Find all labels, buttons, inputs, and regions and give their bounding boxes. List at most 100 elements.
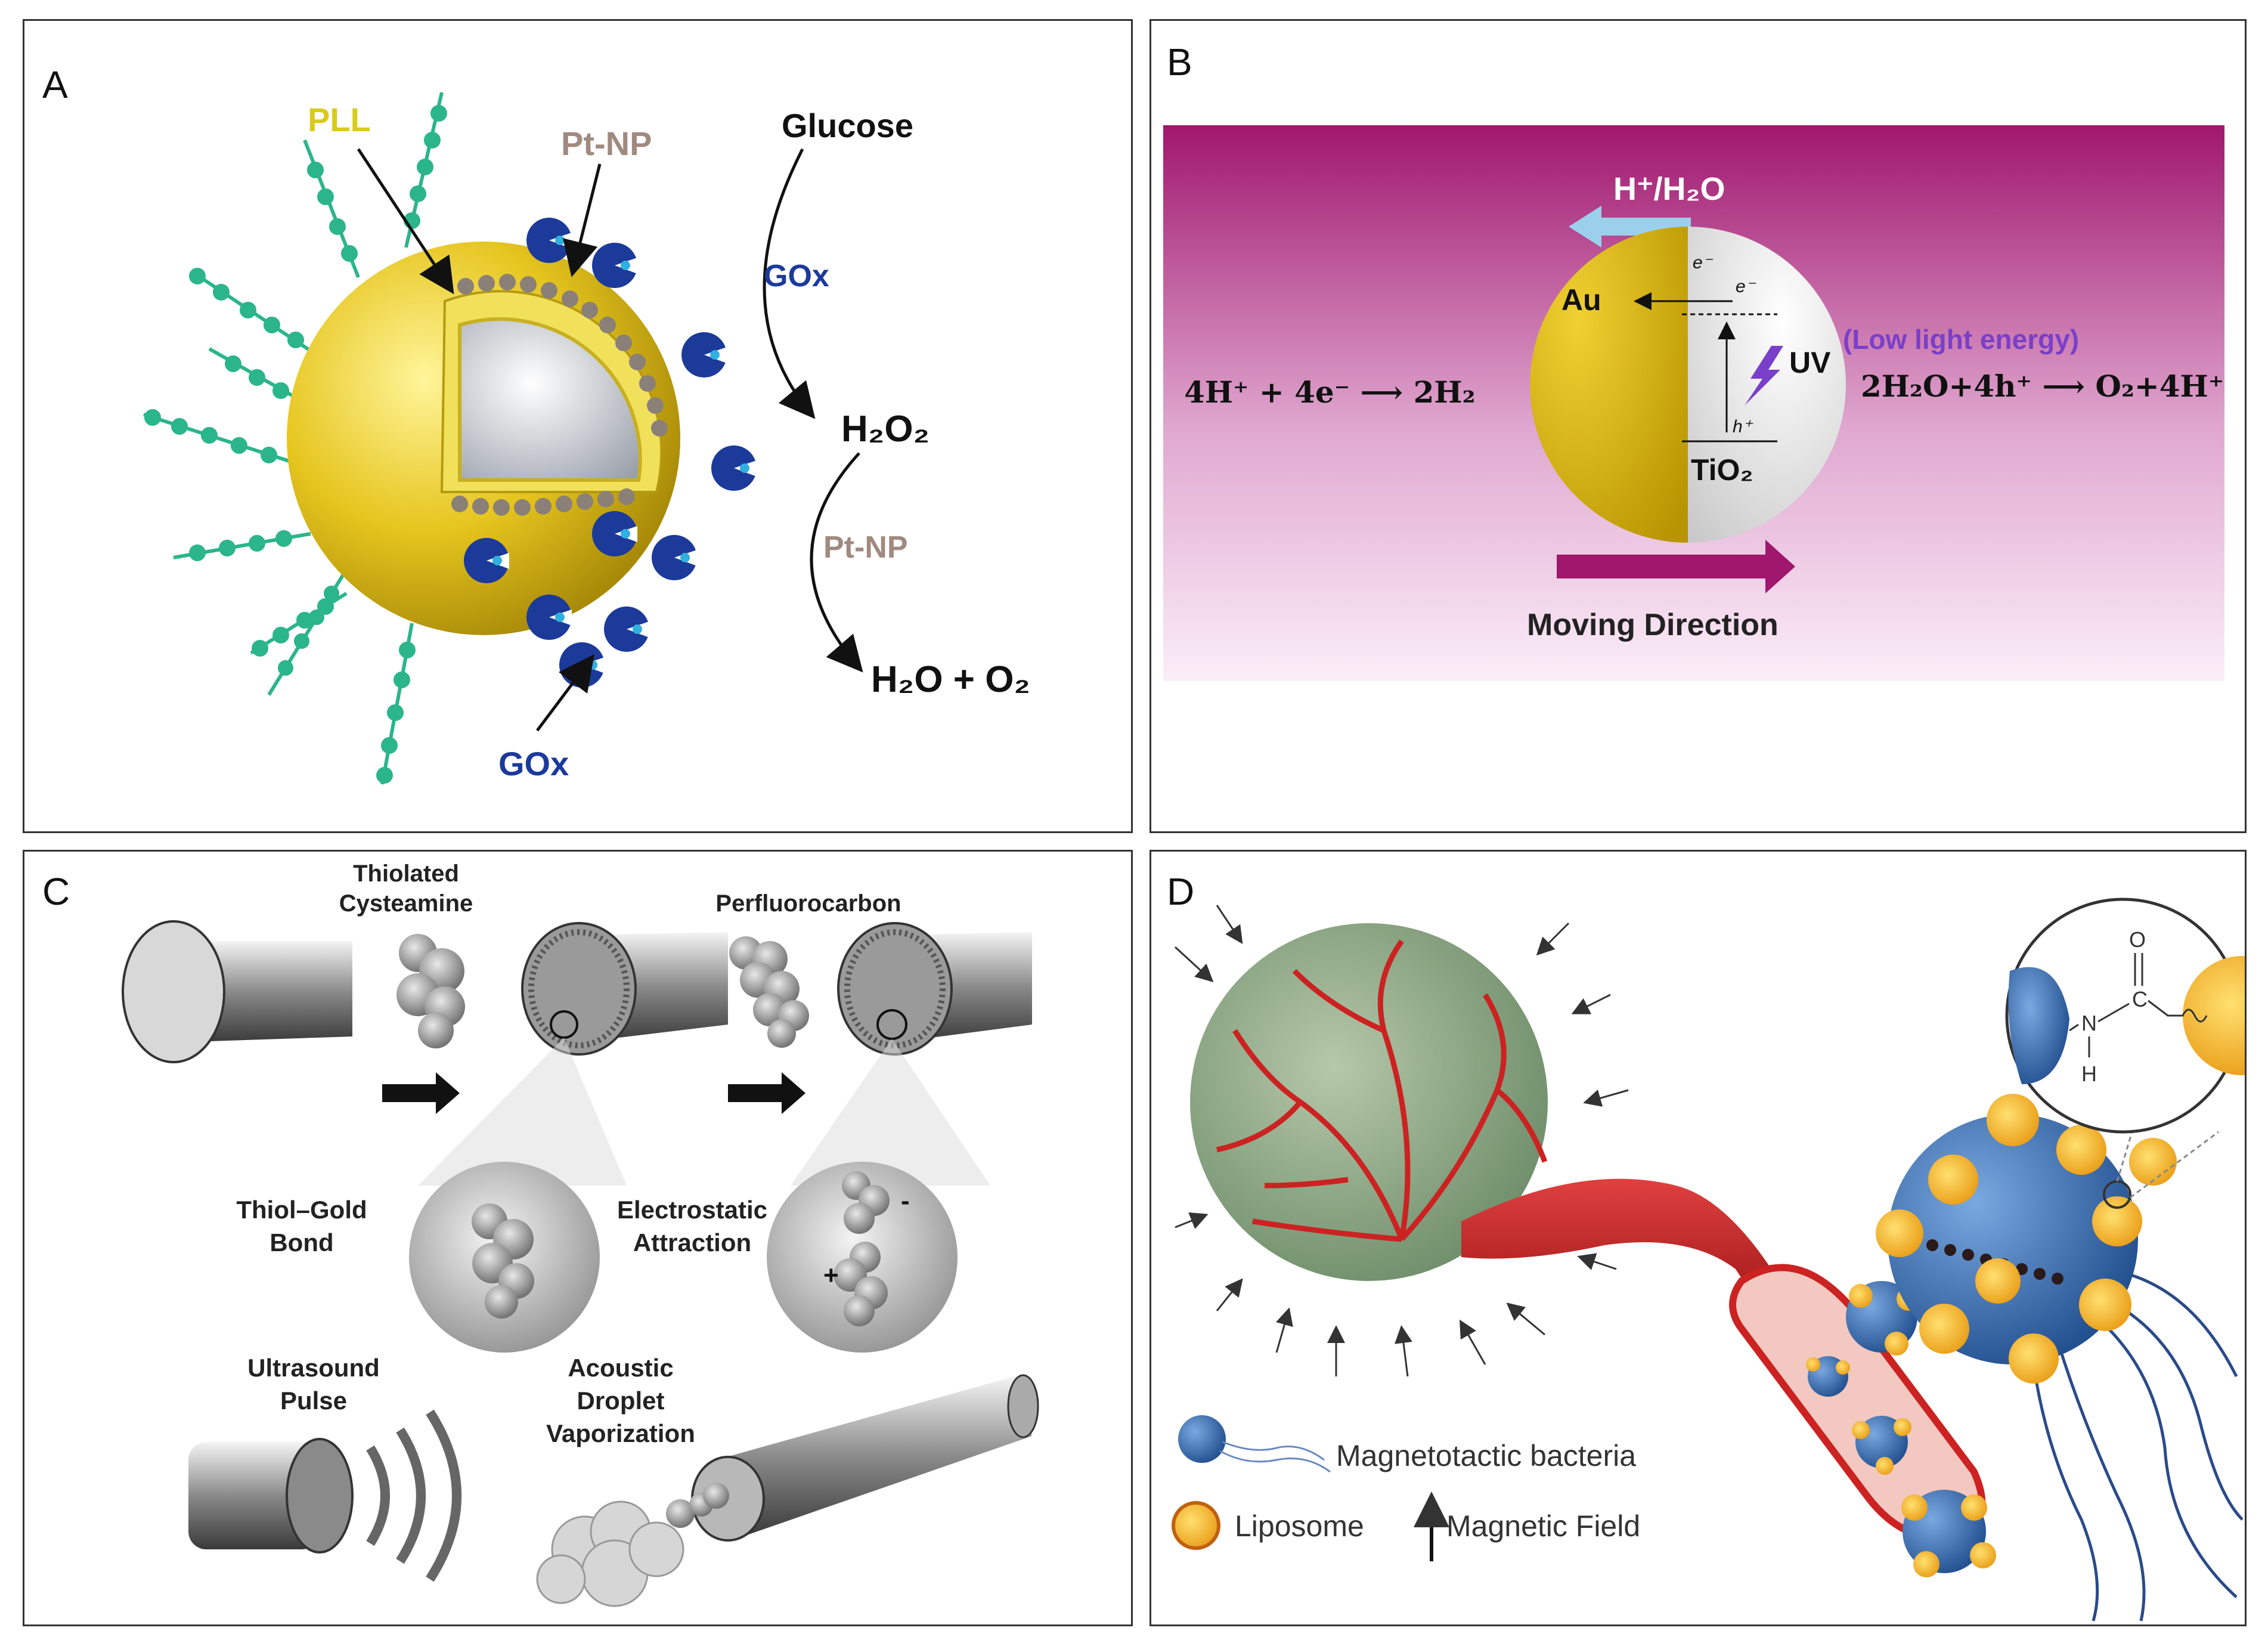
- launching-microtube: [691, 1374, 1039, 1542]
- bacteria-complex-medium: [1901, 1490, 1996, 1577]
- functionalized-microtube-1: [521, 922, 728, 1056]
- moving-direction-label: Moving Direction: [1527, 608, 1779, 642]
- ion-flow-arrow: [1569, 206, 1691, 247]
- glucose-arrow: [763, 148, 816, 419]
- au-label: Au: [1561, 283, 1601, 317]
- chain-5: [143, 409, 293, 464]
- microrocket-diagram: + - Thiolated Cysteamine Perfluorocarbon…: [122, 861, 1039, 1607]
- core-cutaway: [458, 317, 642, 482]
- cysteamine-label: Cysteamine: [339, 890, 473, 917]
- legend-bacteria-label: Magnetotactic bacteria: [1336, 1439, 1636, 1472]
- chain-1: [404, 92, 447, 248]
- magnetosome-chain: [1926, 1239, 2063, 1285]
- ultrasound-label-2: Pulse: [280, 1387, 347, 1415]
- thiol-gold-label-2: Bond: [269, 1229, 333, 1257]
- electrostatic-label-1: Electrostatic: [617, 1196, 767, 1224]
- panel-d: D: [1150, 850, 2247, 1626]
- gox-10: [559, 642, 605, 688]
- pll-pointer: [357, 148, 454, 295]
- pressure-arrows: [1174, 905, 1629, 1377]
- h2o2-arrow: [810, 452, 863, 673]
- gox-6: [592, 511, 637, 556]
- moving-direction-arrow: [1557, 540, 1795, 593]
- panel-letter-a: A: [42, 63, 68, 106]
- zoom-line-2: [2130, 1131, 2219, 1199]
- glucose-label: Glucose: [782, 107, 913, 144]
- gox-2: [592, 243, 637, 288]
- electron-label-2: e⁻: [1736, 277, 1756, 296]
- chain-9: [267, 568, 348, 696]
- janus-motor-diagram: H⁺/H₂O Au TiO₂ e⁻ e⁻ h⁺ UV (Low light en…: [1163, 125, 2224, 681]
- pll-label: PLL: [308, 101, 371, 138]
- ultrasound-label-1: Ultrasound: [247, 1354, 380, 1382]
- tio2-hemisphere: [1688, 227, 1846, 543]
- enzyme-gox-label: GOx: [764, 259, 829, 293]
- chem-n: N: [2081, 1011, 2097, 1035]
- step-arrow-2: [728, 1072, 805, 1114]
- step-arrow-1: [382, 1072, 460, 1114]
- functionalized-microtube-2: [837, 922, 1032, 1056]
- chain-7: [250, 592, 348, 657]
- legend-liposome-label: Liposome: [1235, 1509, 1364, 1543]
- ultrasound-transducer: [188, 1438, 354, 1554]
- gox-7: [464, 538, 509, 583]
- electrostatic-label-2: Attraction: [633, 1229, 751, 1257]
- gox-pointer: [536, 654, 594, 732]
- panel-a: A: [23, 19, 1133, 833]
- panel-c: C: [23, 850, 1133, 1626]
- cysteamine-molecule: [396, 934, 465, 1048]
- acoustic-label-1: Acoustic: [568, 1354, 673, 1382]
- janus-particle-diagram: PLL Pt-NP GOx Glucose GOx H₂O₂ Pt-NP H₂O…: [143, 92, 1030, 785]
- electron-label-1: e⁻: [1693, 253, 1714, 273]
- legend-field-label: Magnetic Field: [1446, 1509, 1640, 1543]
- plus-sign: +: [823, 1261, 839, 1290]
- panel-letter-b: B: [1167, 41, 1192, 83]
- thiolated-label: Thiolated: [353, 861, 459, 887]
- gox-1: [526, 218, 572, 263]
- zoom-beam-2: [791, 1039, 990, 1186]
- bacteria-drug-delivery-diagram: O C N H Magnetotactic bacteria Liposome …: [1172, 898, 2245, 1622]
- linker-bond: [2148, 1000, 2208, 1023]
- lightning-icon: [1745, 346, 1783, 406]
- ion-label: H⁺/H₂O: [1613, 171, 1725, 207]
- chem-h: H: [2081, 1062, 2097, 1086]
- inset-liposome: [2183, 956, 2245, 1075]
- bound-molecule-1: [472, 1203, 534, 1319]
- bacteria-complex-small-1: [1806, 1356, 1850, 1397]
- uv-label: UV: [1789, 346, 1831, 379]
- h2o2-label: H₂O₂: [841, 409, 929, 450]
- chain-8: [376, 623, 416, 785]
- tumor: [1190, 923, 1548, 1281]
- gox-label: GOx: [498, 745, 569, 782]
- panel-letter-d: D: [1167, 870, 1195, 913]
- legend-bacteria-icon: [1178, 1415, 1331, 1473]
- gox-8: [526, 595, 572, 640]
- chain-6: [173, 530, 311, 561]
- right-reaction: 2H₂O+4h⁺ ⟶ O₂+4H⁺: [1861, 369, 2224, 404]
- products-label: H₂O + O₂: [871, 659, 1030, 700]
- gox-3: [681, 332, 727, 377]
- chem-o: O: [2129, 927, 2146, 952]
- perfluorocarbon-molecule: [729, 936, 809, 1048]
- tio2-label: TiO₂: [1691, 453, 1753, 487]
- gox-4: [711, 445, 757, 491]
- enzyme-ptnp-label: Pt-NP: [823, 530, 908, 565]
- chem-c: C: [2132, 987, 2148, 1011]
- empty-microtube: [122, 920, 352, 1063]
- low-light-label: (Low light energy): [1843, 324, 2079, 355]
- hole-label: h⁺: [1733, 417, 1753, 437]
- ptnp-label: Pt-NP: [561, 125, 652, 162]
- tumor-vessels: [1216, 939, 1548, 1242]
- inset-bacterium-surface: [2008, 967, 2069, 1084]
- thiol-gold-label-1: Thiol–Gold: [236, 1196, 367, 1224]
- blood-vessel: [1461, 1178, 1795, 1307]
- pt-nanoparticles: [451, 274, 668, 516]
- vapor-cloud: [536, 1500, 684, 1607]
- gox-5: [652, 535, 697, 580]
- panel-letter-c: C: [42, 870, 70, 913]
- ptnp-pointer: [563, 163, 602, 277]
- minus-sign: -: [901, 1186, 910, 1215]
- acoustic-label-3: Vaporization: [546, 1419, 695, 1447]
- zoom-beam-1: [418, 1038, 627, 1186]
- left-reaction: 4H⁺ + 4e⁻ ⟶ 2H₂: [1184, 375, 1476, 410]
